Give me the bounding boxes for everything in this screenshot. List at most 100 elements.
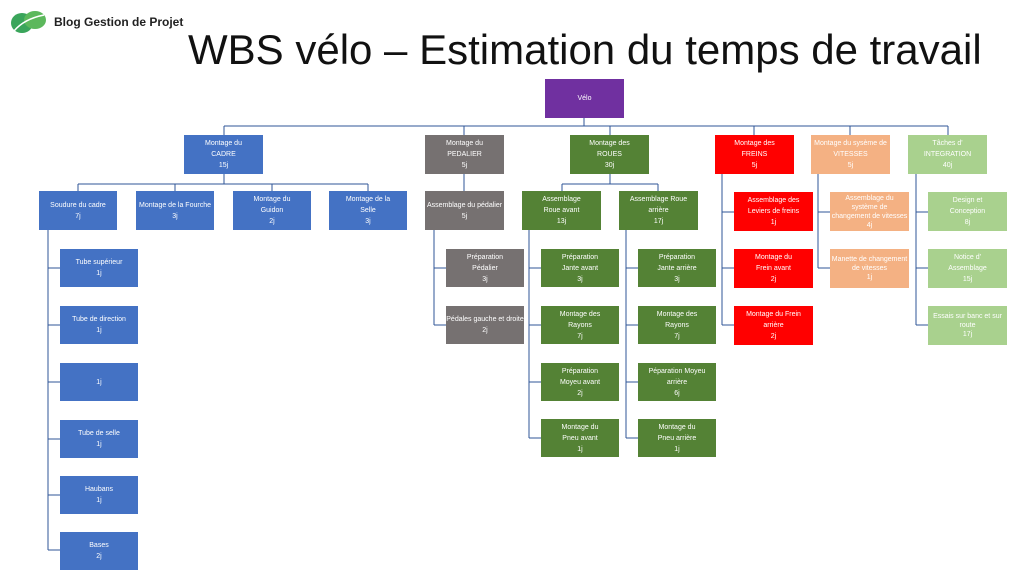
node-duration: 1j [96, 378, 102, 386]
node-label: Montage du PEDALIER [446, 140, 483, 158]
node-label: Montage des Rayons [559, 310, 601, 329]
node-duration: 13j [556, 218, 567, 225]
node-label: Bases [89, 542, 109, 549]
node-label: Vélo [577, 95, 592, 102]
node-label: Essais sur banc et sur route [933, 313, 1002, 329]
node-duration: 30j [604, 162, 615, 169]
node-label: Préparation Moyeu avant [559, 367, 601, 386]
node-duration: 7j [75, 212, 81, 220]
wbs-node-tube-superieur: Tube supérieur 1j [60, 249, 138, 287]
wbs-node-manette-vitesses: Manette de changement de vitesses 1j [830, 249, 909, 288]
node-label: Tube de direction [72, 316, 126, 323]
node-duration: 1j [577, 445, 583, 453]
node-duration: 2j [96, 553, 102, 560]
wbs-node-preparation-moyeu-arriere: Péparation Moyeu arrière 6j [638, 363, 716, 401]
wbs-node-montage-pedalier: Montage du PEDALIER 5j [425, 135, 504, 174]
wbs-node-leviers-freins: Assemblage des Leviers de freins 1j [734, 192, 813, 231]
node-duration: 17j [962, 331, 973, 338]
node-duration: 3j [365, 218, 371, 225]
node-label: Assemblage Roue arrière [629, 196, 688, 214]
wbs-node-montage-pneu-arriere: Montage du Pneu arrière 1j [638, 419, 716, 457]
node-duration: 2j [770, 276, 777, 283]
node-label: Manette de changement de vitesses [831, 256, 908, 272]
wbs-node-montage-rayons-avant: Montage des Rayons 7j [541, 306, 619, 344]
node-duration: 3j [482, 275, 488, 283]
node-label: Soudure du cadre [50, 201, 106, 209]
wbs-node-assemblage-pedalier: Assemblage du pédalier 5j [425, 191, 504, 230]
node-label: Assemblage du système de changement de v… [831, 194, 908, 220]
node-duration: 1j [96, 270, 102, 277]
page-title: WBS vélo – Estimation du temps de travai… [188, 26, 982, 73]
wbs-node-montage-rayons-arriere: Montage des Rayons 7j [638, 306, 716, 344]
node-duration: 5j [751, 162, 758, 169]
node-duration: 6j [674, 389, 680, 397]
node-duration: 2j [269, 218, 275, 225]
node-duration: 5j [461, 212, 468, 220]
node-label: Tâches d' INTEGRATION [923, 140, 972, 158]
node-label: Pédales gauche et droite [446, 316, 524, 323]
wbs-node-assemblage-roue-arriere: Assemblage Roue arrière 17j [619, 191, 698, 230]
wbs-root-velo: Vélo [545, 79, 624, 118]
node-label: Montage du Pneu arrière [657, 423, 697, 442]
node-duration: 2j [577, 389, 583, 397]
wbs-node-design: Design et Conception 8j [928, 192, 1007, 231]
node-duration: 1j [674, 445, 680, 453]
wbs-node-systeme-vitesses: Assemblage du système de changement de v… [830, 192, 909, 231]
node-label: Notice d' Assemblage [948, 254, 987, 272]
blog-logo: Blog Gestion de Projet [10, 8, 200, 36]
wbs-node-montage-cadre: Montage du CADRE 15j [184, 135, 263, 174]
node-duration: 2j [770, 333, 777, 340]
node-label: Tube de selle [78, 430, 120, 437]
wbs-node-essais: Essais sur banc et sur route 17j [928, 306, 1007, 345]
node-label: Assemblage Roue avant [542, 196, 581, 214]
node-duration: 17j [653, 218, 664, 225]
node-label: Montage du Frein avant [755, 254, 792, 272]
node-label: Péparation Moyeu arrière [648, 367, 706, 386]
node-label: Montage de la Fourche [139, 201, 211, 209]
node-label: Montage des Rayons [656, 310, 698, 329]
logo-text: Blog Gestion de Projet [54, 15, 184, 29]
node-label: Montage du Frein arrière [746, 311, 801, 329]
node-duration: 2j [482, 327, 488, 334]
node-duration: 15j [218, 162, 229, 169]
node-duration: 3j [172, 212, 178, 220]
node-duration: 1j [96, 497, 102, 504]
wbs-node-bases: Bases 2j [60, 532, 138, 570]
wbs-node-preparation-jante-arriere: Préparation Jante arrière 3j [638, 249, 716, 287]
wbs-node-frein-avant: Montage du Frein avant 2j [734, 249, 813, 288]
wbs-node-frein-arriere: Montage du Frein arrière 2j [734, 306, 813, 345]
wbs-node-assemblage-roue-avant: Assemblage Roue avant 13j [522, 191, 601, 230]
node-duration: 5j [847, 162, 854, 169]
node-label: Montage des FREINS [734, 140, 775, 158]
wbs-node-montage-guidon: Montage du Guidon 2j [233, 191, 311, 230]
wbs-node-notice: Notice d' Assemblage 15j [928, 249, 1007, 288]
wbs-node-preparation-moyeu-avant: Préparation Moyeu avant 2j [541, 363, 619, 401]
wbs-node-tube-direction: Tube de direction 1j [60, 306, 138, 344]
node-label: Préparation Pédalier [466, 253, 504, 272]
wbs-node-montage-pneu-avant: Montage du Pneu avant 1j [541, 419, 619, 457]
node-duration: 1j [866, 274, 873, 281]
node-duration: 4j [866, 221, 873, 229]
node-duration: 3j [577, 275, 583, 283]
node-duration: 5j [461, 162, 468, 169]
wbs-node-integration: Tâches d' INTEGRATION 40j [908, 135, 987, 174]
node-label: Design et Conception [949, 197, 986, 215]
node-duration: 8j [964, 219, 971, 226]
node-label: Montage de la Selle [345, 196, 391, 214]
node-label: Montage du Guidon [253, 196, 291, 214]
wbs-node-preparation-jante-avant: Préparation Jante avant 3j [541, 249, 619, 287]
node-duration: 3j [674, 275, 680, 283]
node-duration: 1j [96, 327, 102, 334]
wbs-node-soudure-unnamed: 1j [60, 363, 138, 401]
node-duration: 1j [770, 219, 777, 226]
wbs-node-montage-roues: Montage des ROUES 30j [570, 135, 649, 174]
node-label: Préparation Jante arrière [657, 253, 697, 272]
wbs-node-pedales: Pédales gauche et droite 2j [446, 306, 524, 344]
leaf-logo-icon [11, 11, 46, 33]
wbs-node-tube-selle: Tube de selle 1j [60, 420, 138, 458]
node-label: Montage du sysème de VITESSES [814, 140, 887, 158]
wbs-node-preparation-pedalier: Préparation Pédalier 3j [446, 249, 524, 287]
node-duration: 40j [942, 162, 953, 169]
node-label: Montage du CADRE [205, 140, 242, 158]
